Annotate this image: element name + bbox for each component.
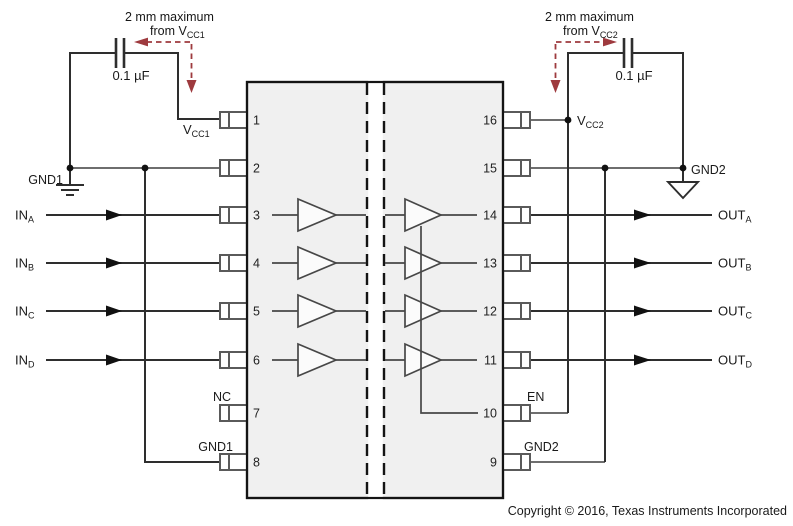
channel-a-input-buffer-icon — [297, 197, 339, 233]
junction-dot — [564, 116, 572, 124]
channel-d-input-buffer-icon — [297, 342, 339, 378]
cap-right-ground-lead — [632, 52, 684, 168]
output-c-arrow-icon — [634, 305, 651, 317]
pin-2 — [219, 159, 248, 177]
pin-number-14: 14 — [483, 209, 497, 223]
nc-pin-label: NC — [213, 390, 231, 404]
pin-number-16: 16 — [483, 114, 497, 128]
left-arrow-icon — [134, 37, 148, 47]
pin-4 — [219, 254, 248, 272]
placement-note-right-line1: 2 mm maximum — [545, 10, 634, 24]
ic-border — [245, 80, 505, 500]
pin-7 — [219, 404, 248, 422]
pin-number-10: 10 — [483, 407, 497, 421]
placement-note-right-line2: from VCC2 — [563, 24, 618, 40]
pin-number-8: 8 — [253, 456, 260, 470]
pin-16 — [502, 111, 531, 129]
channel-b-input-buffer-icon — [297, 245, 339, 281]
right-pins — [502, 111, 531, 471]
junction-dot — [601, 164, 609, 172]
pin-number-4: 4 — [253, 257, 260, 271]
en-pin-label: EN — [527, 390, 544, 404]
vcc1-label: VCC1 — [183, 122, 210, 139]
input-a-label: INA — [15, 208, 34, 225]
pin-9 — [502, 453, 531, 471]
pin-number-7: 7 — [253, 407, 260, 421]
junction-dot — [66, 164, 74, 172]
channel-c-input-buffer-icon — [297, 293, 339, 329]
input-a-arrow-icon — [106, 209, 122, 221]
channel-d-output-buffer-icon — [404, 342, 444, 378]
output-c-label: OUTC — [718, 304, 752, 321]
gnd1-pin-label: GND1 — [198, 440, 233, 454]
channel-c-output-buffer-icon — [404, 293, 444, 329]
pin-number-1: 1 — [253, 114, 260, 128]
input-c-label: INC — [15, 304, 35, 321]
output-b-label: OUTB — [718, 256, 751, 273]
pin-15 — [502, 159, 531, 177]
output-a-label: OUTA — [718, 208, 751, 225]
placement-note-left-line2: from VCC1 — [150, 24, 205, 40]
input-b-arrow-icon — [106, 257, 122, 269]
input-d-arrow-icon — [106, 354, 122, 366]
vcc2-label: VCC2 — [577, 113, 604, 130]
down-arrow-icon — [186, 80, 197, 93]
input-b-label: INB — [15, 256, 34, 273]
cap-right-value: 0.1 µF — [615, 68, 652, 83]
pin-11 — [502, 351, 531, 369]
pin-number-12: 12 — [483, 305, 497, 319]
channel-b-output-buffer-icon — [404, 245, 444, 281]
pin-number-11: 11 — [484, 354, 497, 368]
pin-number-3: 3 — [253, 209, 260, 223]
pin-number-13: 13 — [483, 257, 497, 271]
cap-left-ground-lead — [69, 52, 116, 168]
pin-8 — [219, 453, 248, 471]
pin-number-9: 9 — [490, 456, 497, 470]
pin-12 — [502, 302, 531, 320]
pin-14 — [502, 206, 531, 224]
vcc2-rail — [567, 52, 624, 413]
gnd2-node-label: GND2 — [691, 163, 726, 177]
left-pins — [219, 111, 248, 471]
pin-3 — [219, 206, 248, 224]
placement-annotation-right — [550, 37, 617, 93]
pin-13 — [502, 254, 531, 272]
output-b-arrow-icon — [634, 257, 651, 269]
gnd2-pin-label: GND2 — [524, 440, 559, 454]
gnd1-node-label: GND1 — [28, 173, 63, 187]
output-d-arrow-icon — [634, 354, 651, 366]
copyright-notice: Copyright © 2016, Texas Instruments Inco… — [508, 504, 787, 518]
cap-left-vcc1-lead — [124, 52, 220, 120]
pin-6 — [219, 351, 248, 369]
input-c-arrow-icon — [106, 305, 122, 317]
output-d-label: OUTD — [718, 353, 752, 370]
pin-5 — [219, 302, 248, 320]
input-d-label: IND — [15, 353, 35, 370]
channel-a-output-buffer-icon — [404, 197, 444, 233]
cap-left-value: 0.1 µF — [112, 68, 149, 83]
junction-dot — [141, 164, 149, 172]
right-arrow-icon — [603, 37, 617, 47]
placement-annotation-left — [134, 37, 197, 93]
junction-dot — [679, 164, 687, 172]
pin-1 — [219, 111, 248, 129]
pin-number-2: 2 — [253, 162, 260, 176]
down-arrow-icon — [550, 80, 561, 93]
pin-number-6: 6 — [253, 354, 260, 368]
gnd1-rail — [144, 168, 220, 463]
output-a-arrow-icon — [634, 209, 651, 221]
isolation-gap — [368, 79, 383, 501]
placement-note-left-line1: 2 mm maximum — [125, 10, 214, 24]
pin-number-15: 15 — [483, 162, 497, 176]
enable-line — [420, 226, 478, 414]
pin-10 — [502, 404, 531, 422]
pin-number-5: 5 — [253, 305, 260, 319]
